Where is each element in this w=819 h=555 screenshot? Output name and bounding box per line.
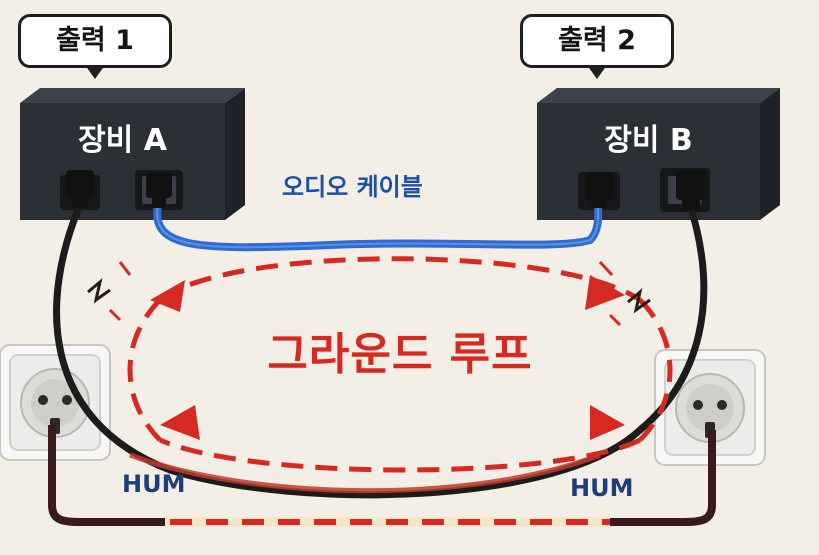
noise-icon-left [87,261,132,322]
device-b [537,88,780,220]
audio-cable-label: 오디오 케이블 [282,173,423,201]
arrowhead-top-left [150,280,185,312]
ground-loop-label: 그라운드 루프 [267,329,533,380]
output-2-bubble: 출력 2 [520,14,674,79]
plug-a-audio [146,172,172,208]
wall-socket-left [0,344,111,461]
hum-label-right: HUM [570,474,634,502]
power-cable-loop [53,203,708,499]
plug-b-power [676,170,706,210]
device-a-name: 장비 A [78,123,167,158]
output-1-label: 출력 1 [56,25,134,56]
ground-wire-right [610,430,716,526]
arrowhead-top-right [585,275,625,310]
hum-label-left: HUM [122,470,186,498]
output-2-label: 출력 2 [558,25,636,56]
arrowhead-bottom-left [160,405,200,440]
output-1-bubble: 출력 1 [18,14,172,79]
device-b-name: 장비 B [604,123,693,158]
plug-a-power [66,170,94,208]
plug-b-audio [585,172,613,208]
ground-wire-left [48,425,165,526]
arrowhead-bottom-right [590,405,625,440]
wall-socket-right [654,349,766,466]
ground-loop-arrows [127,256,673,473]
noise-icon-right [598,260,651,327]
